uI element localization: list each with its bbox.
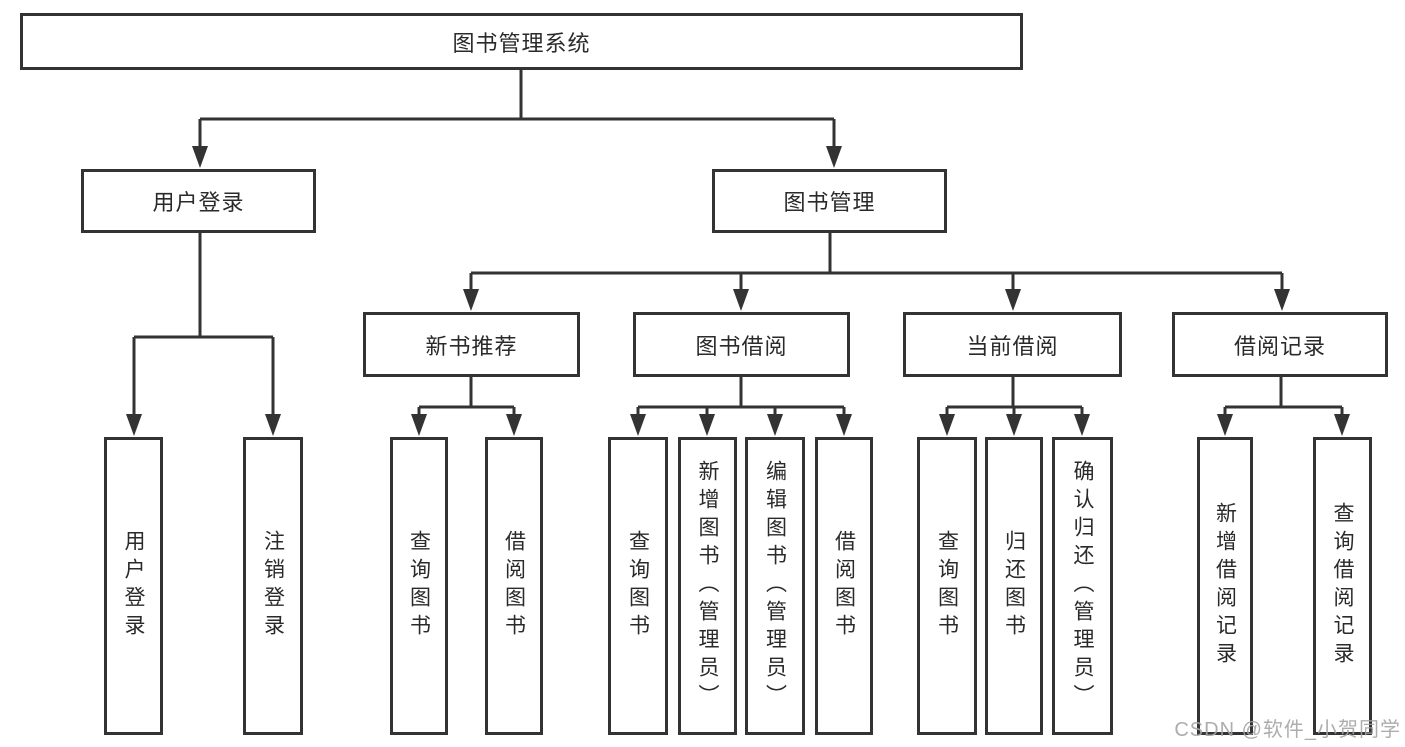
leaf-label: 注销登录 xyxy=(261,530,285,642)
node-book-borrow: 图书借阅 xyxy=(633,312,850,377)
leaf-label: 查询图书 xyxy=(935,530,959,642)
leaf-query-books-current: 查询图书 xyxy=(917,437,977,735)
leaf-label: 借阅图书 xyxy=(832,530,856,642)
node-borrow-records: 借阅记录 xyxy=(1172,312,1388,377)
leaf-label: 借阅图书 xyxy=(502,530,526,642)
leaf-add-books-admin: 新增图书（管理员） xyxy=(678,437,737,735)
leaf-edit-books-admin: 编辑图书（管理员） xyxy=(745,437,805,735)
node-label: 新书推荐 xyxy=(425,333,518,359)
leaf-label: 确认归还（管理员） xyxy=(1071,460,1094,712)
leaf-query-borrow-record: 查询借阅记录 xyxy=(1313,437,1372,735)
node-label: 用户登录 xyxy=(152,190,245,215)
leaf-label: 查询借阅记录 xyxy=(1331,502,1354,670)
leaf-query-books-borrow: 查询图书 xyxy=(608,437,668,735)
leaf-label: 新增图书（管理员） xyxy=(696,460,719,712)
node-user-login: 用户登录 xyxy=(81,169,316,233)
leaf-borrow-books: 借阅图书 xyxy=(815,437,873,735)
node-root: 图书管理系统 xyxy=(20,13,1023,70)
leaf-label: 编辑图书（管理员） xyxy=(763,460,787,712)
watermark: CSDN @软件_小贺同学 xyxy=(1174,719,1401,741)
node-root-label: 图书管理系统 xyxy=(452,30,591,56)
node-book-management: 图书管理 xyxy=(712,169,947,233)
node-label: 图书借阅 xyxy=(695,333,788,359)
node-label: 当前借阅 xyxy=(966,333,1059,359)
leaf-query-books-recommend: 查询图书 xyxy=(390,437,448,735)
leaf-borrow-books-recommend: 借阅图书 xyxy=(485,437,543,735)
leaf-add-borrow-record: 新增借阅记录 xyxy=(1197,437,1253,735)
node-new-book-recommend: 新书推荐 xyxy=(363,312,580,377)
node-label: 借阅记录 xyxy=(1233,333,1326,359)
leaf-label: 归还图书 xyxy=(1002,530,1026,642)
leaf-logout: 注销登录 xyxy=(243,437,303,735)
leaf-user-login: 用户登录 xyxy=(104,437,163,735)
leaf-return-books: 归还图书 xyxy=(985,437,1043,735)
node-label: 图书管理 xyxy=(783,190,876,215)
node-current-borrow: 当前借阅 xyxy=(903,312,1122,377)
leaf-label: 查询图书 xyxy=(407,530,431,642)
leaf-confirm-return-admin: 确认归还（管理员） xyxy=(1052,437,1113,735)
leaf-label: 查询图书 xyxy=(626,530,650,642)
leaf-label: 用户登录 xyxy=(122,530,145,642)
leaf-label: 新增借阅记录 xyxy=(1213,502,1237,670)
